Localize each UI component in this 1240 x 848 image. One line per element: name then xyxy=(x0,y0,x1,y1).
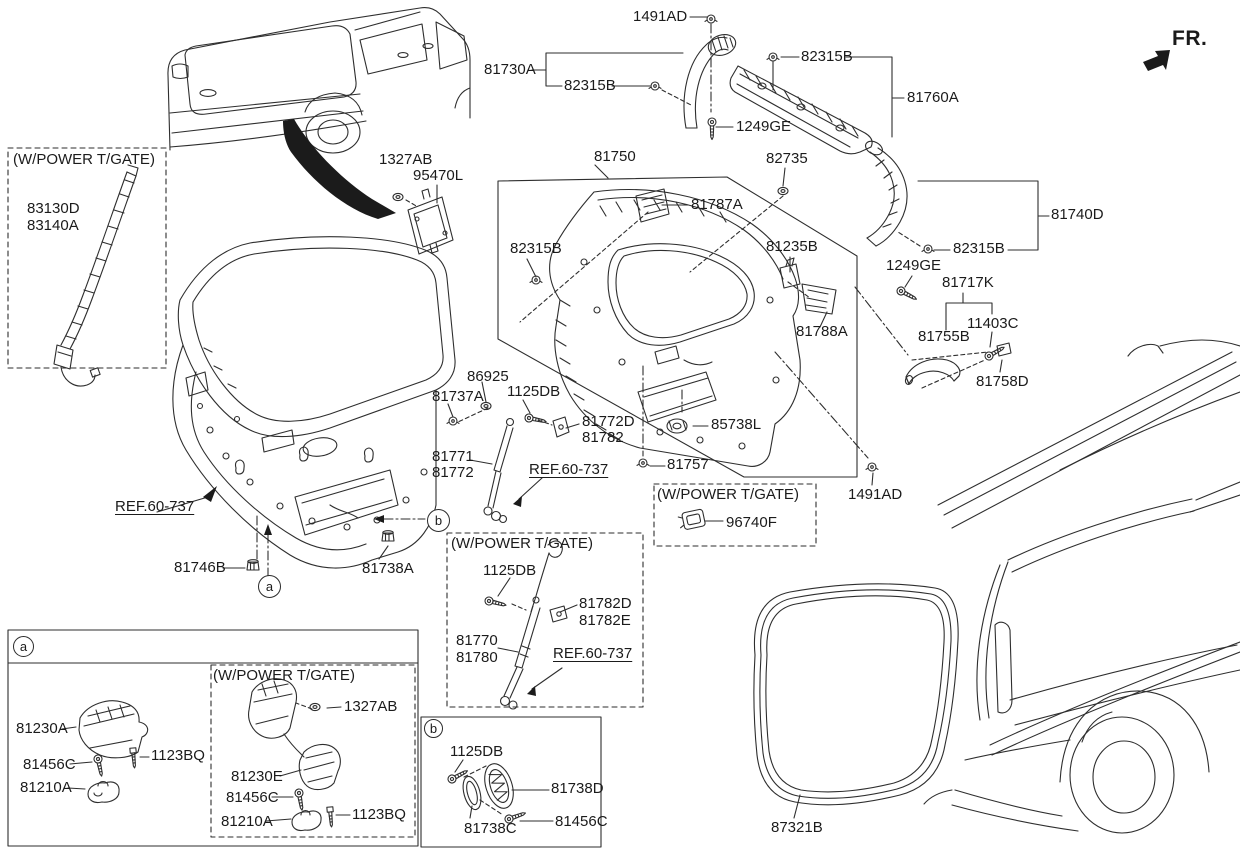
power-lifter-81770 xyxy=(483,540,568,710)
assist-handle-81717K xyxy=(904,342,1012,385)
part-label-81456C: 81456C xyxy=(23,756,76,773)
power-tgate-module xyxy=(392,188,454,255)
view-pointer-a: a xyxy=(258,575,281,598)
group-boxes xyxy=(7,147,858,848)
fr-direction-arrow-icon xyxy=(1143,50,1170,71)
gas-lifter-81771 xyxy=(483,412,570,524)
main-enclosure-outline xyxy=(497,176,858,478)
part-label-81456C-3: 81456C xyxy=(555,813,608,830)
view-box-b-badge: b xyxy=(424,719,443,738)
part-label-81772D: 81772D xyxy=(582,413,635,430)
part-label-11403C: 11403C xyxy=(967,315,1019,332)
part-label-81746B: 81746B xyxy=(174,559,226,576)
group-note-power-tgate-2: (W/POWER T/GATE) xyxy=(657,486,799,503)
part-label-81782D: 81782D xyxy=(579,595,632,612)
part-label-81770: 81770 xyxy=(456,632,498,649)
part-label-81235B: 81235B xyxy=(766,238,818,255)
pointer-arrow xyxy=(283,119,396,219)
part-label-83130D: 83130D xyxy=(27,200,80,217)
part-label-81230A: 81230A xyxy=(16,720,68,737)
part-label-81782E: 81782E xyxy=(579,612,631,629)
arrowheads xyxy=(203,486,536,696)
group-note-power-tgate-1: (W/POWER T/GATE) xyxy=(13,151,155,168)
power-latch-parts-view-a xyxy=(248,678,341,832)
part-label-81771: 81771 xyxy=(432,448,474,465)
part-label-81755B: 81755B xyxy=(918,328,970,345)
part-label-1125DB-2: 1125DB xyxy=(483,562,537,579)
part-label-82315B-3: 82315B xyxy=(510,240,562,257)
part-label-81788A: 81788A xyxy=(796,323,848,340)
view-box-a-letter: a xyxy=(19,639,28,654)
part-label-81738A: 81738A xyxy=(362,560,414,577)
ref-callout-60-737-3[interactable]: REF.60-737 xyxy=(553,645,633,662)
bumper-pads-view-b xyxy=(446,763,528,825)
grommet-85738L xyxy=(666,418,688,434)
part-label-81750: 81750 xyxy=(594,148,636,165)
part-label-81787A: 81787A xyxy=(691,196,743,213)
part-label-81210A-2: 81210A xyxy=(221,813,273,830)
part-label-1125DB-3: 1125DB xyxy=(450,743,504,760)
ref-callout-60-737-2[interactable]: REF.60-737 xyxy=(115,498,195,515)
part-label-95470L: 95470L xyxy=(413,167,464,184)
part-label-82735: 82735 xyxy=(766,150,808,167)
part-label-82315B-4: 82315B xyxy=(953,240,1005,257)
part-label-1125DB: 1125DB xyxy=(507,383,561,400)
rear-van-sketch xyxy=(167,7,471,219)
view-pointer-b: b xyxy=(427,509,450,532)
part-label-1123BQ-2: 1123BQ xyxy=(352,806,406,823)
part-label-82315B: 82315B xyxy=(564,77,616,94)
part-label-82315B-2: 82315B xyxy=(801,48,853,65)
fasteners xyxy=(246,14,935,571)
part-label-1123BQ: 1123BQ xyxy=(151,747,205,764)
tailgate-frame-sketch xyxy=(172,236,456,569)
part-label-81717K: 81717K xyxy=(942,274,994,291)
group-note-power-tgate-4: (W/POWER T/GATE) xyxy=(451,535,593,552)
part-label-81738D: 81738D xyxy=(551,780,604,797)
part-label-81758D: 81758D xyxy=(976,373,1029,390)
power-tgate-guide-channel xyxy=(53,164,139,387)
part-label-86925: 86925 xyxy=(467,368,509,385)
part-label-87321B: 87321B xyxy=(771,819,823,836)
part-label-81210A: 81210A xyxy=(20,779,72,796)
view-pointer-a-letter: a xyxy=(265,579,274,594)
view-pointer-b-letter: b xyxy=(434,513,443,528)
part-label-1249GE-2: 1249GE xyxy=(886,257,942,274)
part-label-81780: 81780 xyxy=(456,649,498,666)
part-label-1491AD-2: 1491AD xyxy=(848,486,903,503)
part-label-81782: 81782 xyxy=(582,429,624,446)
view-box-a-badge: a xyxy=(13,636,34,657)
part-label-1327AB-2: 1327AB xyxy=(344,698,398,715)
dashed-lines xyxy=(295,89,989,816)
part-label-81760A: 81760A xyxy=(907,89,959,106)
latch-parts-view-a xyxy=(78,700,149,804)
part-label-81230E: 81230E xyxy=(231,768,283,785)
view-box-b-letter: b xyxy=(429,721,438,736)
part-label-83140A: 83140A xyxy=(27,217,79,234)
fr-direction-label: FR. xyxy=(1172,27,1208,50)
dash-dot-lines xyxy=(256,23,909,577)
leader-lines xyxy=(61,16,1050,822)
part-label-85738L: 85738L xyxy=(711,416,762,433)
trim-panel-81750 xyxy=(549,189,801,467)
part-label-81772: 81772 xyxy=(432,464,474,481)
tailgate-weatherstrip xyxy=(753,583,959,806)
part-label-81738C: 81738C xyxy=(464,820,517,837)
rear-van-open-tailgate-sketch xyxy=(923,339,1240,834)
part-label-81730A: 81730A xyxy=(484,61,536,78)
part-label-81740D: 81740D xyxy=(1051,206,1104,223)
top-garnish-parts xyxy=(683,34,908,247)
part-label-81757: 81757 xyxy=(667,456,709,473)
part-label-81456C-2: 81456C xyxy=(226,789,279,806)
group-note-power-tgate-3: (W/POWER T/GATE) xyxy=(213,667,355,684)
power-tailgate-switch xyxy=(677,508,706,530)
part-label-81737A: 81737A xyxy=(432,388,484,405)
part-label-1491AD: 1491AD xyxy=(633,8,688,25)
part-label-1327AB: 1327AB xyxy=(379,151,433,168)
ref-callout-60-737-1[interactable]: REF.60-737 xyxy=(529,461,609,478)
part-label-96740F: 96740F xyxy=(726,514,777,531)
panel-small-parts xyxy=(635,188,837,315)
part-label-1249GE: 1249GE xyxy=(736,118,792,135)
